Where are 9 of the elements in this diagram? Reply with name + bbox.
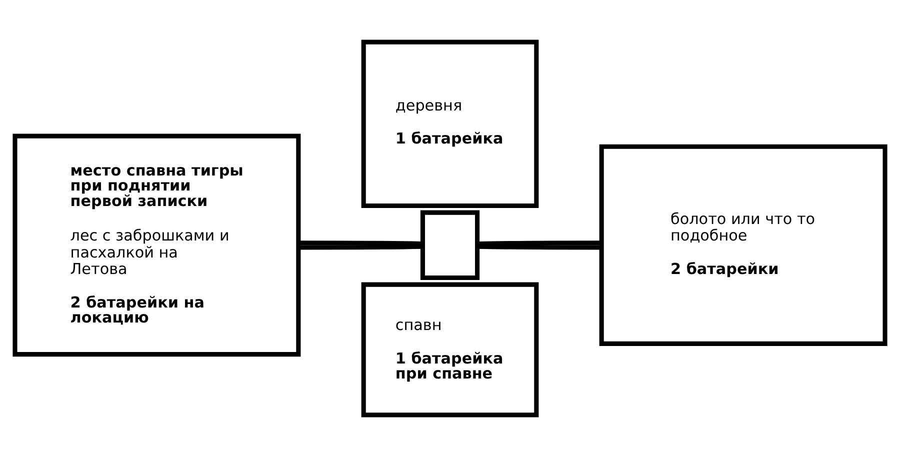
node-box: болото или что то подобное 2 батарейки (599, 144, 888, 346)
node-box: место спавна тигры при поднятии первой записки лес с заброшками и пасхалкой на Летова 2 батарейки на локацию (12, 134, 301, 357)
node-box: деревня 1 батарейка (361, 40, 539, 208)
connector (298, 244, 422, 250)
connector (478, 240, 602, 246)
connector (478, 244, 602, 250)
connector (298, 240, 422, 246)
node-box: спавн 1 батарейка при спавне (361, 282, 539, 418)
node-box (420, 210, 480, 280)
